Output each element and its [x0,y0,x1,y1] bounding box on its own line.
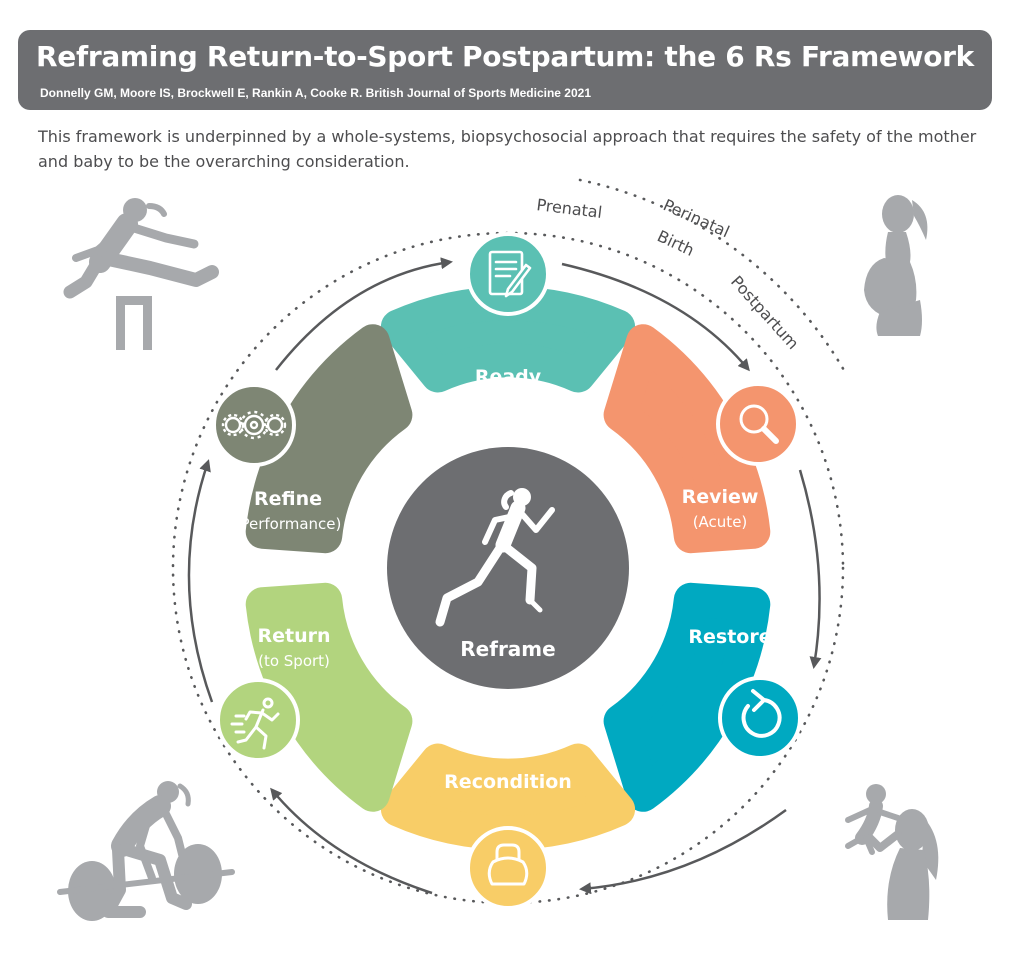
arrow-recondition-to-return [270,787,433,895]
restore-label: Restore [688,626,771,648]
weightlifter-silhouette-icon [57,781,235,921]
ready-icon-badge [466,232,550,316]
segment-review[interactable] [603,324,771,554]
gears-icon [221,410,287,440]
title-banner: Reframing Return-to-Sport Postpartum: th… [18,30,992,110]
page-title: Reframing Return-to-Sport Postpartum: th… [36,40,974,73]
arrow-refine-to-ready [275,257,453,371]
running-woman-icon [435,488,555,627]
magnifier-icon [739,404,779,444]
restore-arrow-icon [741,689,782,738]
sprinter-icon [230,697,280,750]
recondition-label: Recondition [444,771,572,793]
arrow-review-to-restore [798,469,822,669]
phase-prenatal: Prenatal [536,195,604,222]
phase-postpartum: Postpartum [727,272,803,353]
restore-icon-badge [718,676,802,760]
phase-birth: Birth [654,226,697,259]
segment-recondition[interactable] [380,743,636,850]
review-icon-badge [716,382,800,466]
kettlebell-icon [487,843,529,886]
review-label: Review [682,486,759,508]
intro-text: This framework is underpinned by a whole… [38,127,977,171]
refine-sublabel: (Performance) [235,515,342,533]
hurdler-silhouette-icon [63,198,219,350]
arrow-ready-to-review [561,262,750,372]
segment-restore[interactable] [603,582,771,812]
segment-ready[interactable] [380,286,636,393]
return-label: Return [257,625,330,647]
citation: Donnelly GM, Moore IS, Brockwell E, Rank… [40,86,591,100]
return-sublabel: (to Sport) [258,652,330,670]
segment-return[interactable] [245,582,413,812]
segment-refine[interactable] [245,324,413,554]
refine-icon-badge [212,383,296,467]
center-reframe-circle[interactable] [387,447,629,689]
center-label: Reframe [460,637,555,661]
refine-label: Refine [254,488,322,510]
review-sublabel: (Acute) [693,513,748,531]
pregnant-woman-silhouette-icon [864,195,928,336]
return-icon-badge [216,678,300,762]
recondition-icon-badge [466,826,550,910]
document-pen-icon [488,250,532,298]
arrow-restore-to-recondition [579,808,787,895]
ready-label: Ready [475,366,542,388]
mother-baby-silhouette-icon [845,784,939,920]
arrow-return-to-refine [187,459,214,703]
